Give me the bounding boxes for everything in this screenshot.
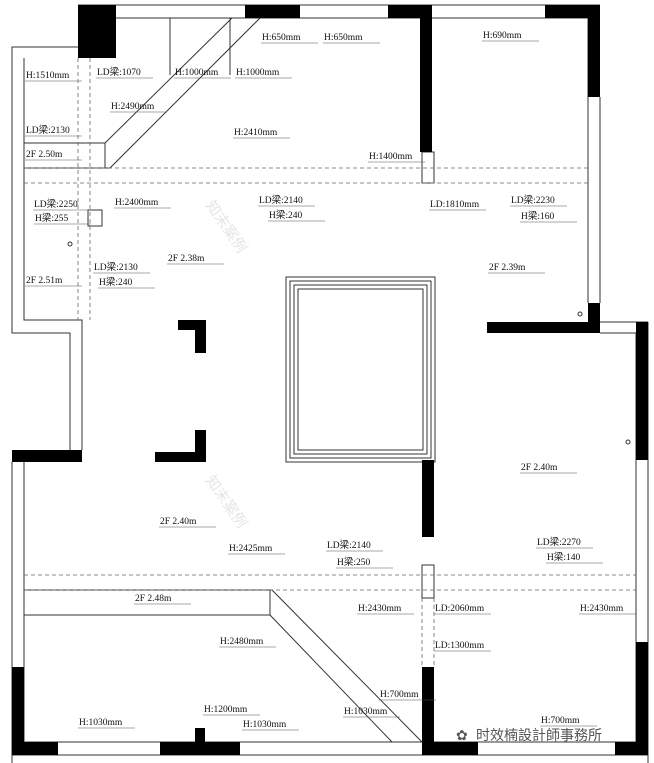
wall-segment [195, 430, 206, 462]
dimension-label: LD梁:2250 [34, 198, 78, 210]
wall-segment [195, 320, 206, 353]
beam-lines [24, 58, 636, 667]
dimension-label: H:1000mm [236, 68, 280, 78]
dimension-label: 2F 2.50m [26, 150, 63, 160]
dimension-label: LD:1300mm [435, 641, 485, 651]
dimension-label: H:700mm [380, 690, 419, 700]
dimension-label: H梁:250 [337, 556, 371, 568]
wall-segment [615, 742, 648, 755]
dimension-label: LD梁:2140 [327, 539, 371, 551]
brand-mark: ✿ 时效楠設計師事務所 [456, 728, 602, 744]
dimension-label: LD梁:2140 [259, 194, 303, 206]
wall-segment [155, 452, 206, 462]
wall-segment [588, 5, 600, 97]
dimension-label: H:2480mm [220, 637, 264, 647]
wall-segment [12, 742, 58, 755]
dimension-label: H梁:240 [269, 209, 303, 221]
dimension-label: LD梁:2270 [537, 536, 581, 548]
dimension-label: 2F 2.39m [489, 263, 526, 273]
thin-lines [11, 4, 649, 763]
dimension-label: 2F 2.40m [521, 463, 558, 473]
walls [12, 5, 648, 755]
dimension-label: LD梁:2230 [511, 194, 555, 206]
wall-segment [78, 5, 116, 58]
wall-segment [420, 5, 432, 152]
dimension-label: H:2430mm [358, 604, 402, 614]
dimension-label: H梁:240 [99, 276, 133, 288]
dimension-label: H:2425mm [229, 544, 273, 554]
dimension-label: LD梁:2130 [94, 261, 138, 273]
dimension-label: H:1030mm [344, 707, 388, 717]
wall-segment [422, 667, 434, 755]
dimension-label: 2F 2.38m [168, 254, 205, 264]
dimension-label: H梁:140 [547, 551, 581, 563]
wall-segment [178, 320, 206, 330]
dimension-label: LD梁:1070 [97, 66, 141, 78]
dimension-label: H:2400mm [115, 198, 159, 208]
dimension-label: H:2430mm [580, 604, 624, 614]
dimension-label: H:650mm [262, 33, 301, 43]
wechat-icon: ✿ [456, 728, 468, 744]
watermarks: 知末案例 知末案例 [202, 197, 251, 531]
dimension-label: LD:1810mm [430, 200, 480, 210]
dimension-label: 2F 2.51m [26, 276, 63, 286]
dimension-label: H:1200mm [204, 705, 248, 715]
brand-text: 时效楠設計師事務所 [476, 728, 602, 744]
dimension-label: H:1510mm [26, 71, 70, 81]
dimension-label: H:2490mm [111, 102, 155, 112]
dimension-label: H梁:255 [35, 212, 69, 224]
wall-segment [636, 322, 648, 460]
dimension-label: H:1000mm [175, 68, 219, 78]
dimension-label: H梁:160 [521, 210, 555, 222]
dimension-label: H:700mm [541, 716, 580, 726]
dimension-label: H:1400mm [369, 152, 413, 162]
dimension-label: H:690mm [483, 31, 522, 41]
dimension-label: H:2410mm [234, 128, 278, 138]
dimension-label: H:1030mm [243, 720, 287, 730]
dimension-label: H:1030mm [79, 718, 123, 728]
wall-segment [636, 642, 648, 750]
wall-segment [195, 728, 205, 742]
wall-segment [160, 742, 240, 755]
wall-segment [545, 5, 600, 18]
watermark: 知末案例 [202, 197, 251, 256]
dimension-label: LD:2060mm [435, 604, 485, 614]
wall-segment [422, 742, 478, 755]
watermark: 知末案例 [202, 472, 251, 531]
wall-segment [245, 5, 300, 18]
dimension-label: 2F 2.40m [160, 517, 197, 527]
dimension-label: H:650mm [324, 33, 363, 43]
wall-segment [487, 322, 600, 333]
wall-segment [12, 667, 24, 755]
wall-segment [12, 450, 82, 462]
dimension-label: 2F 2.48m [135, 594, 172, 604]
wall-segment [422, 460, 434, 537]
dimension-label: LD梁:2130 [26, 124, 70, 136]
